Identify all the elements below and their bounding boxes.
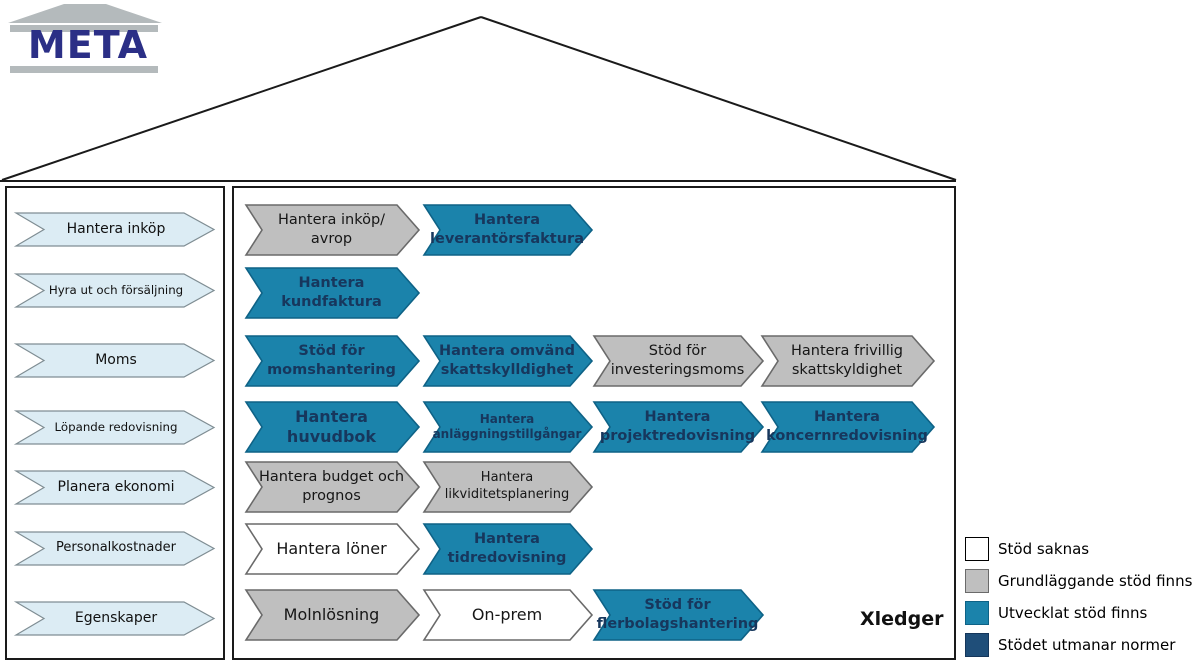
sidebar-chevron-label: Löpande redovisning: [54, 419, 178, 434]
legend-label: Grundläggande stöd finns: [998, 572, 1193, 590]
sidebar-chevron: Planera ekonomi: [13, 470, 216, 505]
capability-chevron-label: Hantera koncernredovisning: [766, 409, 928, 444]
legend-row: Utvecklat stöd finns: [965, 601, 1147, 625]
capability-chevron-label: Hantera huvudbok: [286, 406, 377, 446]
capability-chevron: Hantera kundfaktura: [244, 267, 421, 319]
legend-row: Stödet utmanar normer: [965, 633, 1175, 657]
capability-chevron-label: Molnlösning: [283, 604, 380, 624]
chevron-shape-icon: [244, 401, 421, 453]
legend-swatch-developed: [965, 601, 989, 625]
chevron-shape-icon: [244, 335, 421, 387]
sidebar-chevron: Moms: [13, 343, 216, 378]
capability-chevron-label: On-prem: [471, 604, 543, 624]
sidebar-chevron-label: Hyra ut och försäljning: [48, 282, 184, 297]
capability-chevron: Stöd för investeringsmoms: [592, 335, 765, 387]
legend-swatch-none: [965, 537, 989, 561]
capability-chevron-label: Hantera inköp/ avrop: [277, 212, 386, 247]
capability-chevron: Hantera leverantörsfaktura: [422, 204, 594, 256]
chevron-shape-icon: [592, 401, 765, 453]
house-roof: [0, 16, 957, 182]
sidebar-chevron: Hyra ut och försäljning: [13, 273, 216, 308]
capability-chevron: Hantera anläggningstillgångar: [422, 401, 594, 453]
logo-pediment-icon: [8, 4, 162, 23]
logo-bottom-bar: [10, 66, 158, 73]
sidebar-chevron-label: Planera ekonomi: [57, 478, 175, 495]
sidebar-chevron: Löpande redovisning: [13, 410, 216, 445]
sidebar-chevron-label: Moms: [95, 351, 137, 368]
capability-chevron: Hantera budget och prognos: [244, 461, 421, 513]
chevron-shape-icon: [13, 410, 216, 445]
meta-logo: META: [8, 2, 198, 76]
capability-chevron-label: Hantera leverantörsfaktura: [430, 212, 584, 247]
capability-chevron-label: Hantera omvänd skattskylldighet: [438, 343, 575, 378]
chevron-shape-icon: [244, 267, 421, 319]
capability-chevron-label: Hantera projektredovisning: [599, 409, 756, 444]
chevron-shape-icon: [422, 401, 594, 453]
chevron-shape-icon: [244, 589, 421, 641]
chevron-shape-icon: [592, 335, 765, 387]
capability-chevron: Hantera huvudbok: [244, 401, 421, 453]
capability-chevron-label: Hantera budget och prognos: [258, 469, 405, 504]
capability-chevron: Molnlösning: [244, 589, 421, 641]
chevron-shape-icon: [760, 335, 936, 387]
capability-chevron-label: Stöd för investeringsmoms: [610, 343, 745, 378]
capability-chevron: Hantera inköp/ avrop: [244, 204, 421, 256]
chevron-shape-icon: [592, 589, 765, 641]
sidebar-chevron-label: Personalkostnader: [56, 540, 176, 556]
chevron-shape-icon: [13, 601, 216, 636]
legend-row: Stöd saknas: [965, 537, 1089, 561]
legend-row: Grundläggande stöd finns: [965, 569, 1192, 593]
capability-chevron-label: Hantera löner: [276, 538, 387, 558]
sidebar-chevron: Personalkostnader: [13, 531, 216, 566]
chevron-shape-icon: [422, 523, 594, 575]
sidebar-chevron-label: Hantera inköp: [66, 220, 166, 237]
chevron-shape-icon: [13, 212, 216, 247]
chevron-shape-icon: [422, 461, 594, 513]
chevron-shape-icon: [13, 343, 216, 378]
capability-chevron: Stöd för flerbolagshantering: [592, 589, 765, 641]
capability-chevron: Hantera koncernredovisning: [760, 401, 936, 453]
chevron-shape-icon: [422, 204, 594, 256]
capability-chevron: Hantera tidredovisning: [422, 523, 594, 575]
chevron-shape-icon: [422, 335, 594, 387]
logo-top-bar: [10, 25, 158, 32]
capability-chevron-label: Stöd för momshantering: [267, 343, 396, 378]
capability-chevron: Hantera frivillig skattskyldighet: [760, 335, 936, 387]
capability-chevron: Hantera likviditetsplanering: [422, 461, 594, 513]
legend-swatch-basic: [965, 569, 989, 593]
chevron-shape-icon: [244, 204, 421, 256]
chevron-shape-icon: [760, 401, 936, 453]
capability-chevron: Hantera projektredovisning: [592, 401, 765, 453]
capability-chevron-label: Hantera likviditetsplanering: [444, 470, 570, 502]
legend-label: Stödet utmanar normer: [998, 636, 1176, 654]
vendor-name: Xledger: [860, 608, 944, 630]
chevron-shape-icon: [422, 589, 594, 641]
legend-swatch-challenges: [965, 633, 989, 657]
chevron-shape-icon: [244, 523, 421, 575]
chevron-shape-icon: [13, 531, 216, 566]
chevron-shape-icon: [13, 470, 216, 505]
legend-label: Stöd saknas: [998, 540, 1090, 558]
capability-chevron: On-prem: [422, 589, 594, 641]
sidebar-chevron: Hantera inköp: [13, 212, 216, 247]
capability-chevron: Stöd för momshantering: [244, 335, 421, 387]
capability-chevron: Hantera löner: [244, 523, 421, 575]
sidebar-chevron: Egenskaper: [13, 601, 216, 636]
capability-chevron-label: Stöd för flerbolagshantering: [596, 597, 759, 632]
chevron-shape-icon: [244, 461, 421, 513]
chevron-shape-icon: [13, 273, 216, 308]
sidebar-chevron-label: Egenskaper: [74, 609, 158, 626]
capability-chevron-label: Hantera anläggningstillgångar: [432, 411, 582, 441]
capability-chevron-label: Hantera frivillig skattskyldighet: [790, 343, 904, 378]
capability-chevron-label: Hantera kundfaktura: [281, 275, 382, 310]
logo-wordmark: META: [27, 23, 149, 67]
capability-chevron: Hantera omvänd skattskylldighet: [422, 335, 594, 387]
legend-label: Utvecklat stöd finns: [998, 604, 1148, 622]
capability-chevron-label: Hantera tidredovisning: [447, 531, 567, 566]
